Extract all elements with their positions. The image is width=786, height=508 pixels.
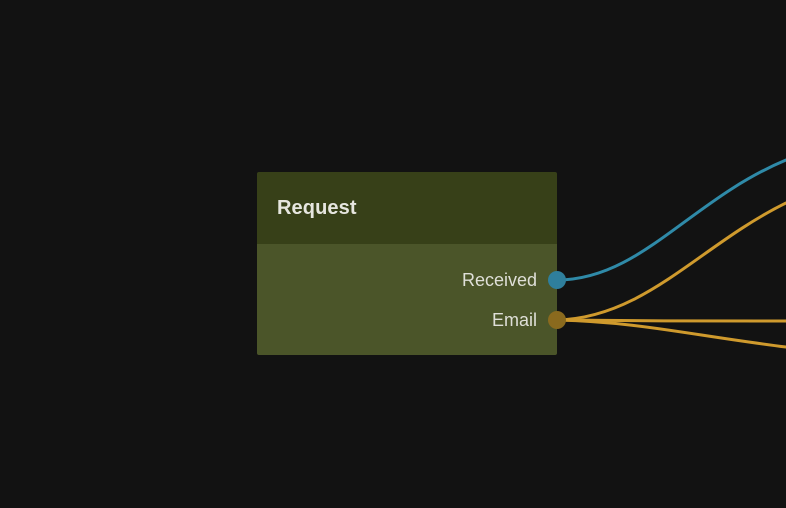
port-row-received[interactable]: Received [461, 269, 566, 291]
port-label-email: Email [491, 310, 537, 330]
node-header[interactable]: Request [257, 172, 557, 244]
edge-email-to-right-level[interactable] [555, 318, 786, 323]
edge-received-to-upper-right[interactable] [555, 158, 786, 282]
port-dot-email-icon[interactable] [548, 311, 566, 329]
edge-email-to-lower-right[interactable] [555, 318, 786, 349]
port-row-email[interactable]: Email [491, 309, 566, 331]
node-body: Received Email [257, 244, 566, 355]
edge-email-to-upper-right[interactable] [555, 201, 786, 322]
port-label-received: Received [461, 270, 537, 290]
port-dot-received-icon[interactable] [548, 271, 566, 289]
node-request[interactable]: Request Received Email [257, 172, 566, 355]
node-title: Request [277, 197, 357, 219]
